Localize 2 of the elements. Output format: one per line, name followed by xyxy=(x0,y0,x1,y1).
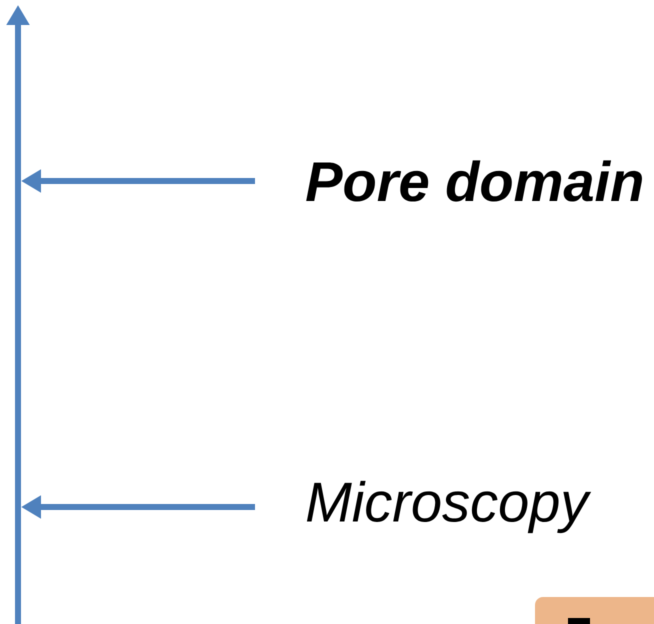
text-label: Pore domain xyxy=(306,160,642,202)
text-label: Microscopy xyxy=(306,480,592,534)
